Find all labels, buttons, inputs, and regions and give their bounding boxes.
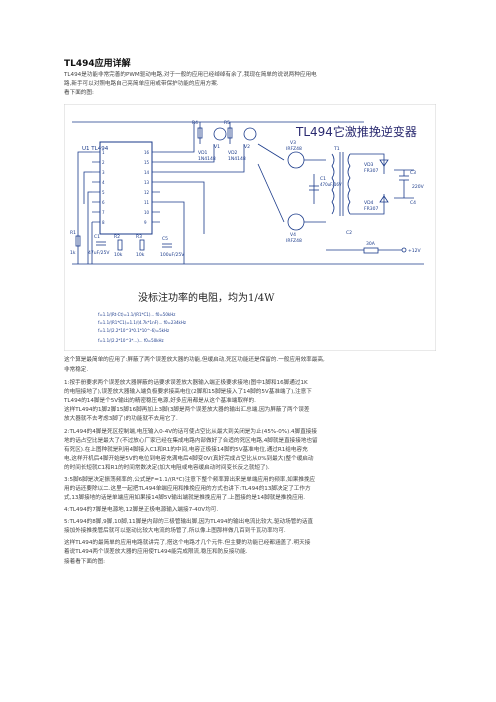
ic-pin-label: 14 <box>144 170 150 175</box>
ic-pin-label: 15 <box>144 160 150 165</box>
body-line: 用的话还要除以二.这里一起把TL494单端应用和推挽应用的方式也讲下:TL494… <box>64 486 311 492</box>
label-ct-value: 47uF/25V <box>88 250 110 256</box>
label-c1-value: 470uF/16V <box>320 182 342 187</box>
label-vd4: VD4 <box>364 200 374 206</box>
label-c4: C4 <box>410 200 416 206</box>
label-ct: C1 <box>94 234 100 240</box>
body-line: 4:TL494的7脚是电源地,12脚是正极电源输入端接7-40V均可. <box>64 507 219 513</box>
body-line: 2:TL494的4脚是死区控制端,电压输入0-4V的话可使占空比从最大到关闭是为… <box>64 429 317 435</box>
ic-pin-label: 8 <box>102 220 105 225</box>
label-r1-value: 1k <box>70 250 76 256</box>
label-c5: C5 <box>162 236 168 242</box>
ic-pin-label: 13 <box>144 180 150 185</box>
label-vd3-value: FR307 <box>364 168 378 174</box>
label-t1: T1 <box>333 146 340 152</box>
schematic-title: TL494它激推挽逆变器 <box>295 124 417 139</box>
body-line: 着说TL494两个误差放大器的应用使TL494能完成限流,稳压和防反接功能. <box>64 549 248 555</box>
document-title: TL494应用详解 <box>64 59 131 69</box>
ic-pin-label: 1 <box>102 150 105 155</box>
body-line: 非常稳定. <box>64 367 89 373</box>
label-d1: 1N4148 <box>198 156 216 162</box>
label-r2-value: 10k <box>114 252 123 258</box>
body-line: 式,13脚接地的话是单端应用如果接14脚5V输出端就是推挽应用了.上图接的是14… <box>64 495 306 501</box>
schematic-note: 没标注功率的电阻，均为1/4W <box>138 291 275 304</box>
label-vd3: VD3 <box>364 162 374 168</box>
ic-pin-label: 3 <box>102 170 105 175</box>
intro-line: TL494是功能非常完善的PWM驱动电路,对于一般的应用已经绰绰有余了,我现在简… <box>64 72 317 78</box>
body-line: 的时间长短就C1和R1的时间常数决定(加大电阻或电容缓启动时间变长反之就短了). <box>64 465 270 471</box>
label-c2: C2 <box>346 230 352 236</box>
label-vin: +12V <box>408 248 421 254</box>
body-line: 电,这样开机后4脚开始是5V的电位到电容充满电后4脚变0V(真好完成占空比从0%… <box>64 456 314 462</box>
formula-line: f=1.1/(Rt·Ct)=1.1/(R1*C1)... f0=50kHz <box>98 312 175 317</box>
body-line: 3:5脚6脚是决定振荡频率的,公式是F=1.1/(R*C)注意下整个频率算出来是… <box>64 477 316 483</box>
label-r3-value: 10k <box>136 252 145 258</box>
intro-line: 看下面的图: <box>64 90 94 96</box>
label-c3: C3 <box>410 170 416 176</box>
ic-pin-label: 2 <box>102 160 105 165</box>
formula-line: f=1.1/(2.2*10^3*0.1*10^-6)=5kHz <box>98 328 169 333</box>
ic-pin-label: 12 <box>144 190 150 195</box>
label-r3: R3 <box>136 234 142 240</box>
label-out: 220V <box>412 184 425 190</box>
circuit-schematic: TL494它激推挽逆变器 U1 TL494 1 2 3 4 5 6 7 8 16… <box>64 104 436 351</box>
ic-pin-label: 7 <box>102 210 105 215</box>
body-line: 接着看下面的图: <box>64 559 106 565</box>
ic-pin-label: 4 <box>102 180 105 185</box>
intro-line: 路,新手可以对照电路自己亮简单应用或带保护功能的应用方案. <box>64 81 219 87</box>
label-vd1: VD1 <box>198 150 208 156</box>
label-vd4-value: FR307 <box>364 206 378 212</box>
body-line: 这样TL494的最简单的应用电路就讲完了,搭这个电路才几个元件.但主要的功能已经… <box>64 540 311 546</box>
body-line: 1:按手册要求两个误差放大器屏蔽的话要求误差放大器输入端正极要求接地(图中1脚和… <box>64 380 308 386</box>
label-v1: V1 <box>214 144 220 150</box>
ic-pin-label: 11 <box>144 200 150 205</box>
ic-pin-label: 16 <box>144 150 150 155</box>
label-r1: R1 <box>70 230 76 236</box>
body-line: 有死区).在上图种就是利用4脚接入C1和R1的中间,电容正极接14脚的5V基准电… <box>64 447 308 453</box>
label-c1: C1 <box>320 176 326 182</box>
ic-pin-label: 9 <box>144 220 147 225</box>
body-line: 这个算是最简单的应用了:屏蔽了两个误差放大器的功能,但缓启动,死区功能还是保留的… <box>64 357 325 363</box>
label-mos1: IRFZ48 <box>286 146 302 152</box>
label-r4: R4 <box>192 120 198 126</box>
label-v3: V3 <box>290 140 296 146</box>
ic-pin-label: 10 <box>144 210 150 215</box>
body-line: 接加外接推挽管后就可以驱动比较大电流的场管了,所以像上图那样做几百到千瓦功率均可… <box>64 528 286 534</box>
label-mos2: IRFZ48 <box>286 238 302 244</box>
label-r5: R5 <box>224 120 230 126</box>
label-c5-value: 100uF/25V <box>160 252 185 258</box>
body-line: 地的话占空比是最大了(不过放心厂家已经在集成电路内部做好了合适的死区电路,4脚就… <box>64 438 318 444</box>
body-line: 的电阻接地了),误差放大器输入端负极要求接高电位(2脚和15脚是接入了14脚的5… <box>64 389 312 395</box>
label-d2: 1N4148 <box>228 156 246 162</box>
label-r2: R2 <box>114 234 120 240</box>
chip-label: U1 TL494 <box>82 146 109 152</box>
body-line: 这样TL494的1脚2脚15脚16脚再加上3脚(3脚是两个误差放大器的输出汇总端… <box>64 407 310 413</box>
label-v2: V2 <box>244 144 250 150</box>
ic-pin-label: 5 <box>102 190 105 195</box>
body-line: TL494的14脚是个5V输出的精密稳压电源,好多应用都是从这个基准端取样的. <box>64 398 256 404</box>
formula-line: f=1.1/(2.2*10^3*...)... f0=50kHz <box>98 338 164 343</box>
label-fuse: 30A <box>366 241 376 247</box>
label-v4: V4 <box>290 232 296 238</box>
body-line: 放大器就不去考虑3脚了)的功能就不去用它了. <box>64 416 178 422</box>
label-vd2: VD2 <box>228 150 238 156</box>
body-line: 5:TL494的8脚,9脚,10脚,11脚是内部的三极管输出脚,因为TL494的… <box>64 519 314 525</box>
ic-pin-label: 6 <box>102 200 105 205</box>
formula-line: f=1.1/(R1*C1)=1.1/(4.7k*1nF)... f0=234kH… <box>98 320 186 325</box>
